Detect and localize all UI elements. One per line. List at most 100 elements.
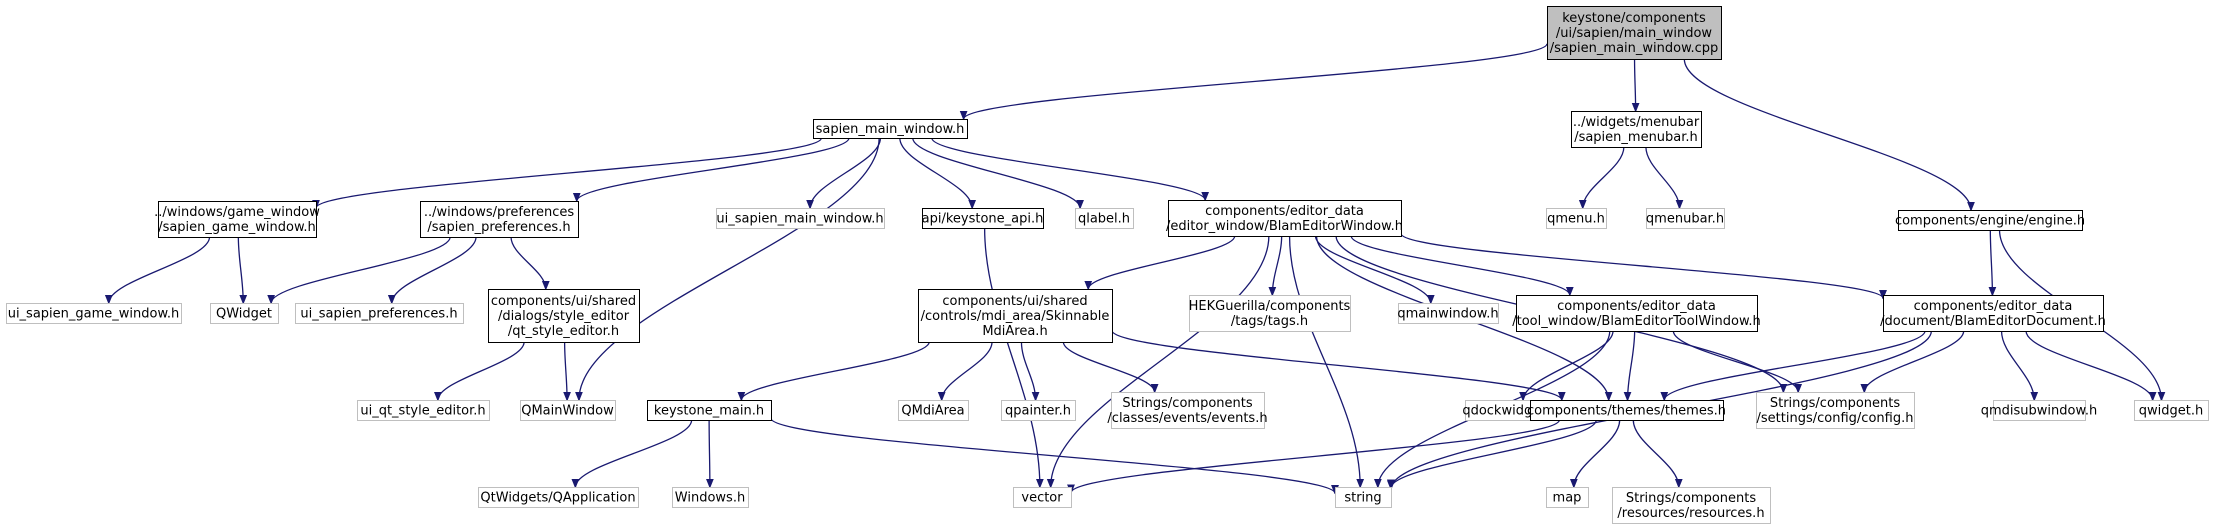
node-config-h: Strings/components/settings/config/confi… — [1756, 392, 1915, 429]
edge-sapien-main-window-h-to-game-window-h — [316, 137, 823, 208]
edge-blam-editor-tool-window-h-to-qdockwidget-h — [1523, 330, 1614, 400]
node-label-line: QtWidgets/QApplication — [480, 491, 635, 506]
edge-keystone-main-h-to-string — [770, 417, 1335, 493]
node-box — [1571, 111, 1702, 148]
node-label-line: Strings/components — [1122, 396, 1252, 411]
node-label-line: ../widgets/menubar — [1573, 115, 1700, 130]
node-box — [488, 289, 640, 343]
node-blam-editor-tool-window-h[interactable]: components/editor_data/tool_window/BlamE… — [1512, 295, 1761, 332]
node-label-line: ../windows/game_window — [154, 205, 320, 220]
edge-qt-style-editor-h-to-ui-qt-style-editor-h — [438, 341, 525, 400]
node-label-line: QMdiArea — [901, 404, 964, 419]
node-label-line: /classes/events/events.h — [1107, 411, 1267, 426]
node-box — [520, 400, 616, 421]
edge-sapien-main-window-h-to-keystone-api-h — [899, 137, 972, 208]
edge-blam-editor-tool-window-h-to-themes-h — [1628, 330, 1636, 400]
node-box — [1001, 400, 1076, 421]
node-label-line: Windows.h — [675, 491, 745, 506]
node-label-line: /sapien_main_window.cpp — [1550, 41, 1719, 56]
node-skinnable-mdi-area-h[interactable]: components/ui/shared/controls/mdi_area/S… — [918, 289, 1113, 343]
node-label-line: /ui/sapien/main_window — [1556, 26, 1713, 41]
node-qt-style-editor-h[interactable]: components/ui/shared/dialogs/style_edito… — [488, 289, 640, 343]
edge-qt-style-editor-h-to-qmainwindow-cap — [565, 341, 567, 400]
node-ui-qt-style-editor-h: ui_qt_style_editor.h — [357, 400, 490, 421]
node-label-line: MdiArea.h — [982, 324, 1047, 339]
node-label-line: /settings/config/config.h — [1757, 411, 1914, 426]
edge-skinnable-mdi-area-h-to-events-h — [1062, 341, 1154, 392]
node-label-line: components/themes/themes.h — [1527, 404, 1726, 419]
nodes-layer: keystone/components/ui/sapien/main_windo… — [6, 6, 2209, 524]
node-box — [1546, 208, 1607, 229]
edge-blam-editor-tool-window-h-to-config-h — [1672, 330, 1798, 392]
node-label-line: HEKGuerilla/components — [1189, 299, 1351, 314]
node-sapien-menubar-h[interactable]: ../widgets/menubar/sapien_menubar.h — [1571, 111, 1702, 148]
node-string: string — [1335, 487, 1392, 508]
node-label-line: ../windows/preferences — [424, 205, 574, 220]
edge-blam-editor-window-h-to-qmainwindow-h — [1314, 235, 1430, 303]
node-qpainter-h: qpainter.h — [1001, 400, 1076, 421]
node-label-line: /tags/tags.h — [1231, 314, 1308, 329]
edge-root-to-sapien-main-window-h — [964, 43, 1548, 119]
node-label-line: /document/BlamEditorDocument.h — [1880, 314, 2106, 329]
node-label-line: ui_qt_style_editor.h — [360, 404, 485, 419]
node-ui-sapien-main-window-h: ui_sapien_main_window.h — [716, 208, 885, 229]
edge-skinnable-mdi-area-h-to-qpainter-h — [1020, 341, 1035, 400]
node-engine-h[interactable]: components/engine/engine.h — [1895, 210, 2085, 231]
node-box — [922, 208, 1044, 229]
edge-sapien-main-window-h-to-qlabel-h — [912, 137, 1080, 208]
node-qmdiarea: QMdiArea — [898, 400, 969, 421]
node-resources-h: Strings/components/resources/resources.h — [1612, 487, 1771, 524]
node-map: map — [1546, 487, 1589, 508]
node-label-line: components/editor_data — [1557, 299, 1716, 314]
node-themes-h[interactable]: components/themes/themes.h — [1527, 400, 1726, 421]
node-label-line: components/engine/engine.h — [1895, 214, 2085, 229]
node-box — [357, 400, 490, 421]
edge-skinnable-mdi-area-h-to-themes-h — [1111, 329, 1562, 400]
edge-preferences-h-to-ui-sapien-preferences-h — [392, 236, 477, 303]
node-qlabel-h: qlabel.h — [1075, 208, 1134, 229]
node-box — [1335, 487, 1392, 508]
node-qapplication: QtWidgets/QApplication — [478, 487, 639, 508]
node-blam-editor-document-h[interactable]: components/editor_data/document/BlamEdit… — [1880, 295, 2106, 332]
edge-sapien-menubar-h-to-qmenu-h — [1583, 146, 1625, 208]
edge-themes-h-to-vector — [1071, 419, 1560, 493]
node-preferences-h[interactable]: ../windows/preferences/sapien_preference… — [420, 201, 579, 238]
edge-keystone-main-h-to-qapplication — [575, 419, 693, 487]
node-qwidget-cap: QWidget — [210, 303, 279, 324]
node-box — [813, 119, 968, 139]
node-keystone-main-h[interactable]: keystone_main.h — [647, 400, 772, 421]
node-blam-editor-window-h[interactable]: components/editor_data/editor_window/Bla… — [1166, 200, 1403, 237]
node-box — [1013, 487, 1072, 508]
node-ui-sapien-preferences-h: ui_sapien_preferences.h — [295, 303, 464, 324]
node-tags-h: HEKGuerilla/components/tags/tags.h — [1189, 295, 1351, 332]
node-keystone-api-h[interactable]: api/keystone_api.h — [922, 208, 1044, 229]
node-label-line: /resources/resources.h — [1617, 506, 1764, 521]
node-box — [210, 303, 279, 324]
node-sapien-main-window-h[interactable]: sapien_main_window.h — [813, 119, 968, 139]
edge-root-to-sapien-menubar-h — [1635, 58, 1636, 111]
node-root[interactable]: keystone/components/ui/sapien/main_windo… — [1547, 6, 1722, 60]
edge-blam-editor-document-h-to-config-h — [1864, 330, 1965, 392]
node-qmainwindow-h: qmainwindow.h — [1397, 303, 1499, 324]
node-box — [1646, 208, 1725, 229]
edge-skinnable-mdi-area-h-to-qmdiarea — [942, 341, 993, 400]
edge-blam-editor-window-h-to-tags-h — [1272, 235, 1283, 295]
edge-blam-editor-window-h-to-blam-editor-tool-window-h — [1350, 235, 1570, 295]
node-label-line: qmenu.h — [1547, 212, 1605, 227]
node-label-line: /editor_window/BlamEditorWindow.h — [1166, 219, 1403, 234]
node-label-line: qmdisubwindow.h — [1981, 404, 2098, 419]
node-box — [1612, 487, 1771, 524]
edge-skinnable-mdi-area-h-to-keystone-main-h — [741, 341, 930, 400]
node-box — [1993, 400, 2086, 421]
edge-game-window-h-to-ui-sapien-game-window-h — [109, 236, 211, 303]
node-box — [672, 487, 749, 508]
node-box — [1111, 392, 1265, 429]
node-game-window-h[interactable]: ../windows/game_window/sapien_game_windo… — [154, 201, 320, 238]
node-label-line: /controls/mdi_area/Skinnable — [921, 309, 1110, 324]
edge-blam-editor-document-h-to-themes-h — [1664, 330, 1926, 400]
edge-keystone-main-h-to-windows-h — [709, 419, 710, 487]
node-label-line: /sapien_game_window.h — [158, 220, 316, 235]
node-label-line: /qt_style_editor.h — [508, 324, 619, 339]
edge-root-to-engine-h — [1683, 58, 1971, 210]
